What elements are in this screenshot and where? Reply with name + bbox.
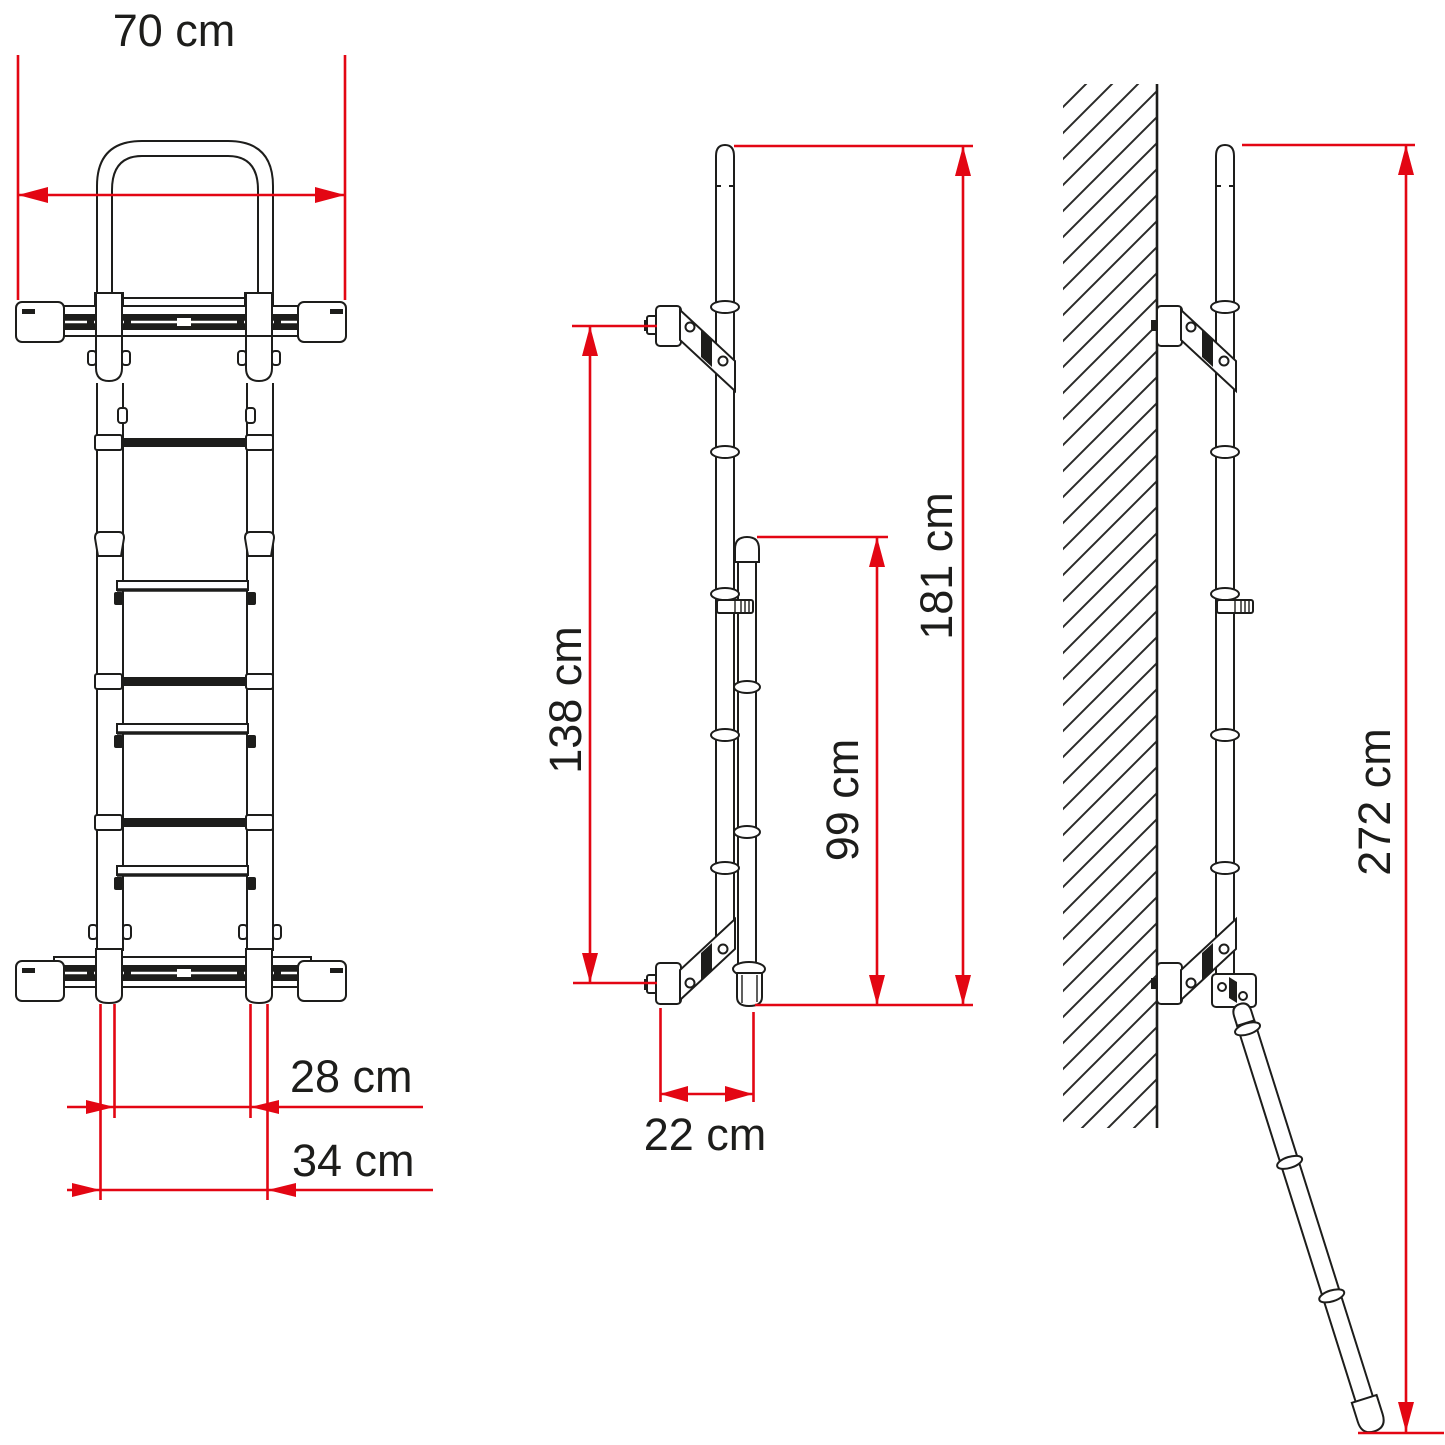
side-view: 138 cm 99 cm 181 cm 22 cm (540, 143, 973, 1160)
dim-181cm-label: 181 cm (911, 492, 962, 640)
dim-28cm-label: 28 cm (290, 1051, 413, 1102)
section-joint-cones (93, 531, 276, 557)
lower-wall-bracket (1151, 916, 1257, 1008)
dim-34cm: 34 cm (67, 1004, 433, 1200)
rung (114, 865, 256, 890)
dim-34cm-label: 34 cm (292, 1135, 415, 1186)
dim-22cm-label: 22 cm (644, 1109, 767, 1160)
dim-138cm-label: 138 cm (540, 626, 591, 774)
dim-181cm: 181 cm (734, 144, 973, 1007)
foot-cap (1350, 1393, 1385, 1434)
dim-28cm: 28 cm (67, 1004, 423, 1118)
bar-end-cap (297, 301, 347, 343)
dim-99cm-label: 99 cm (817, 739, 868, 862)
front-view: 70 cm 28 cm 34 cm (15, 5, 433, 1200)
top-mounting-bar (15, 292, 347, 383)
dim-272cm: 272 cm (1242, 143, 1444, 1435)
upper-wall-bracket (1151, 305, 1237, 394)
upper-wall-bracket (644, 305, 736, 394)
bar-end-cap (15, 960, 65, 1002)
dim-70cm-label: 70 cm (113, 5, 236, 56)
ladder-rails (96, 383, 274, 951)
dim-272cm-label: 272 cm (1349, 728, 1400, 876)
front-pole-cap (734, 535, 760, 563)
wall (1063, 84, 1159, 1128)
dim-22cm: 22 cm (644, 1008, 767, 1160)
rear-pole (715, 143, 735, 945)
rail-clips (88, 407, 282, 940)
rung (94, 814, 274, 831)
wall-view: 272 cm (1063, 84, 1444, 1435)
dim-70cm: 70 cm (16, 5, 347, 300)
bottom-mounting-bar (15, 948, 347, 1005)
mounted-pole (1215, 143, 1235, 985)
bar-end-cap (297, 960, 347, 1002)
front-pole (737, 559, 757, 1001)
dim-138cm: 138 cm (540, 324, 657, 985)
dim-99cm: 99 cm (757, 535, 888, 1005)
locking-latch (716, 599, 754, 614)
rung (114, 723, 256, 748)
top-handle (96, 140, 274, 300)
deployed-section (1232, 1002, 1385, 1434)
rung (94, 434, 274, 451)
rung (114, 580, 256, 605)
lower-wall-bracket (644, 916, 736, 1005)
bar-end-cap (15, 301, 65, 343)
pole-foot (732, 961, 766, 1008)
locking-latch (1216, 599, 1254, 614)
rung (94, 673, 274, 690)
